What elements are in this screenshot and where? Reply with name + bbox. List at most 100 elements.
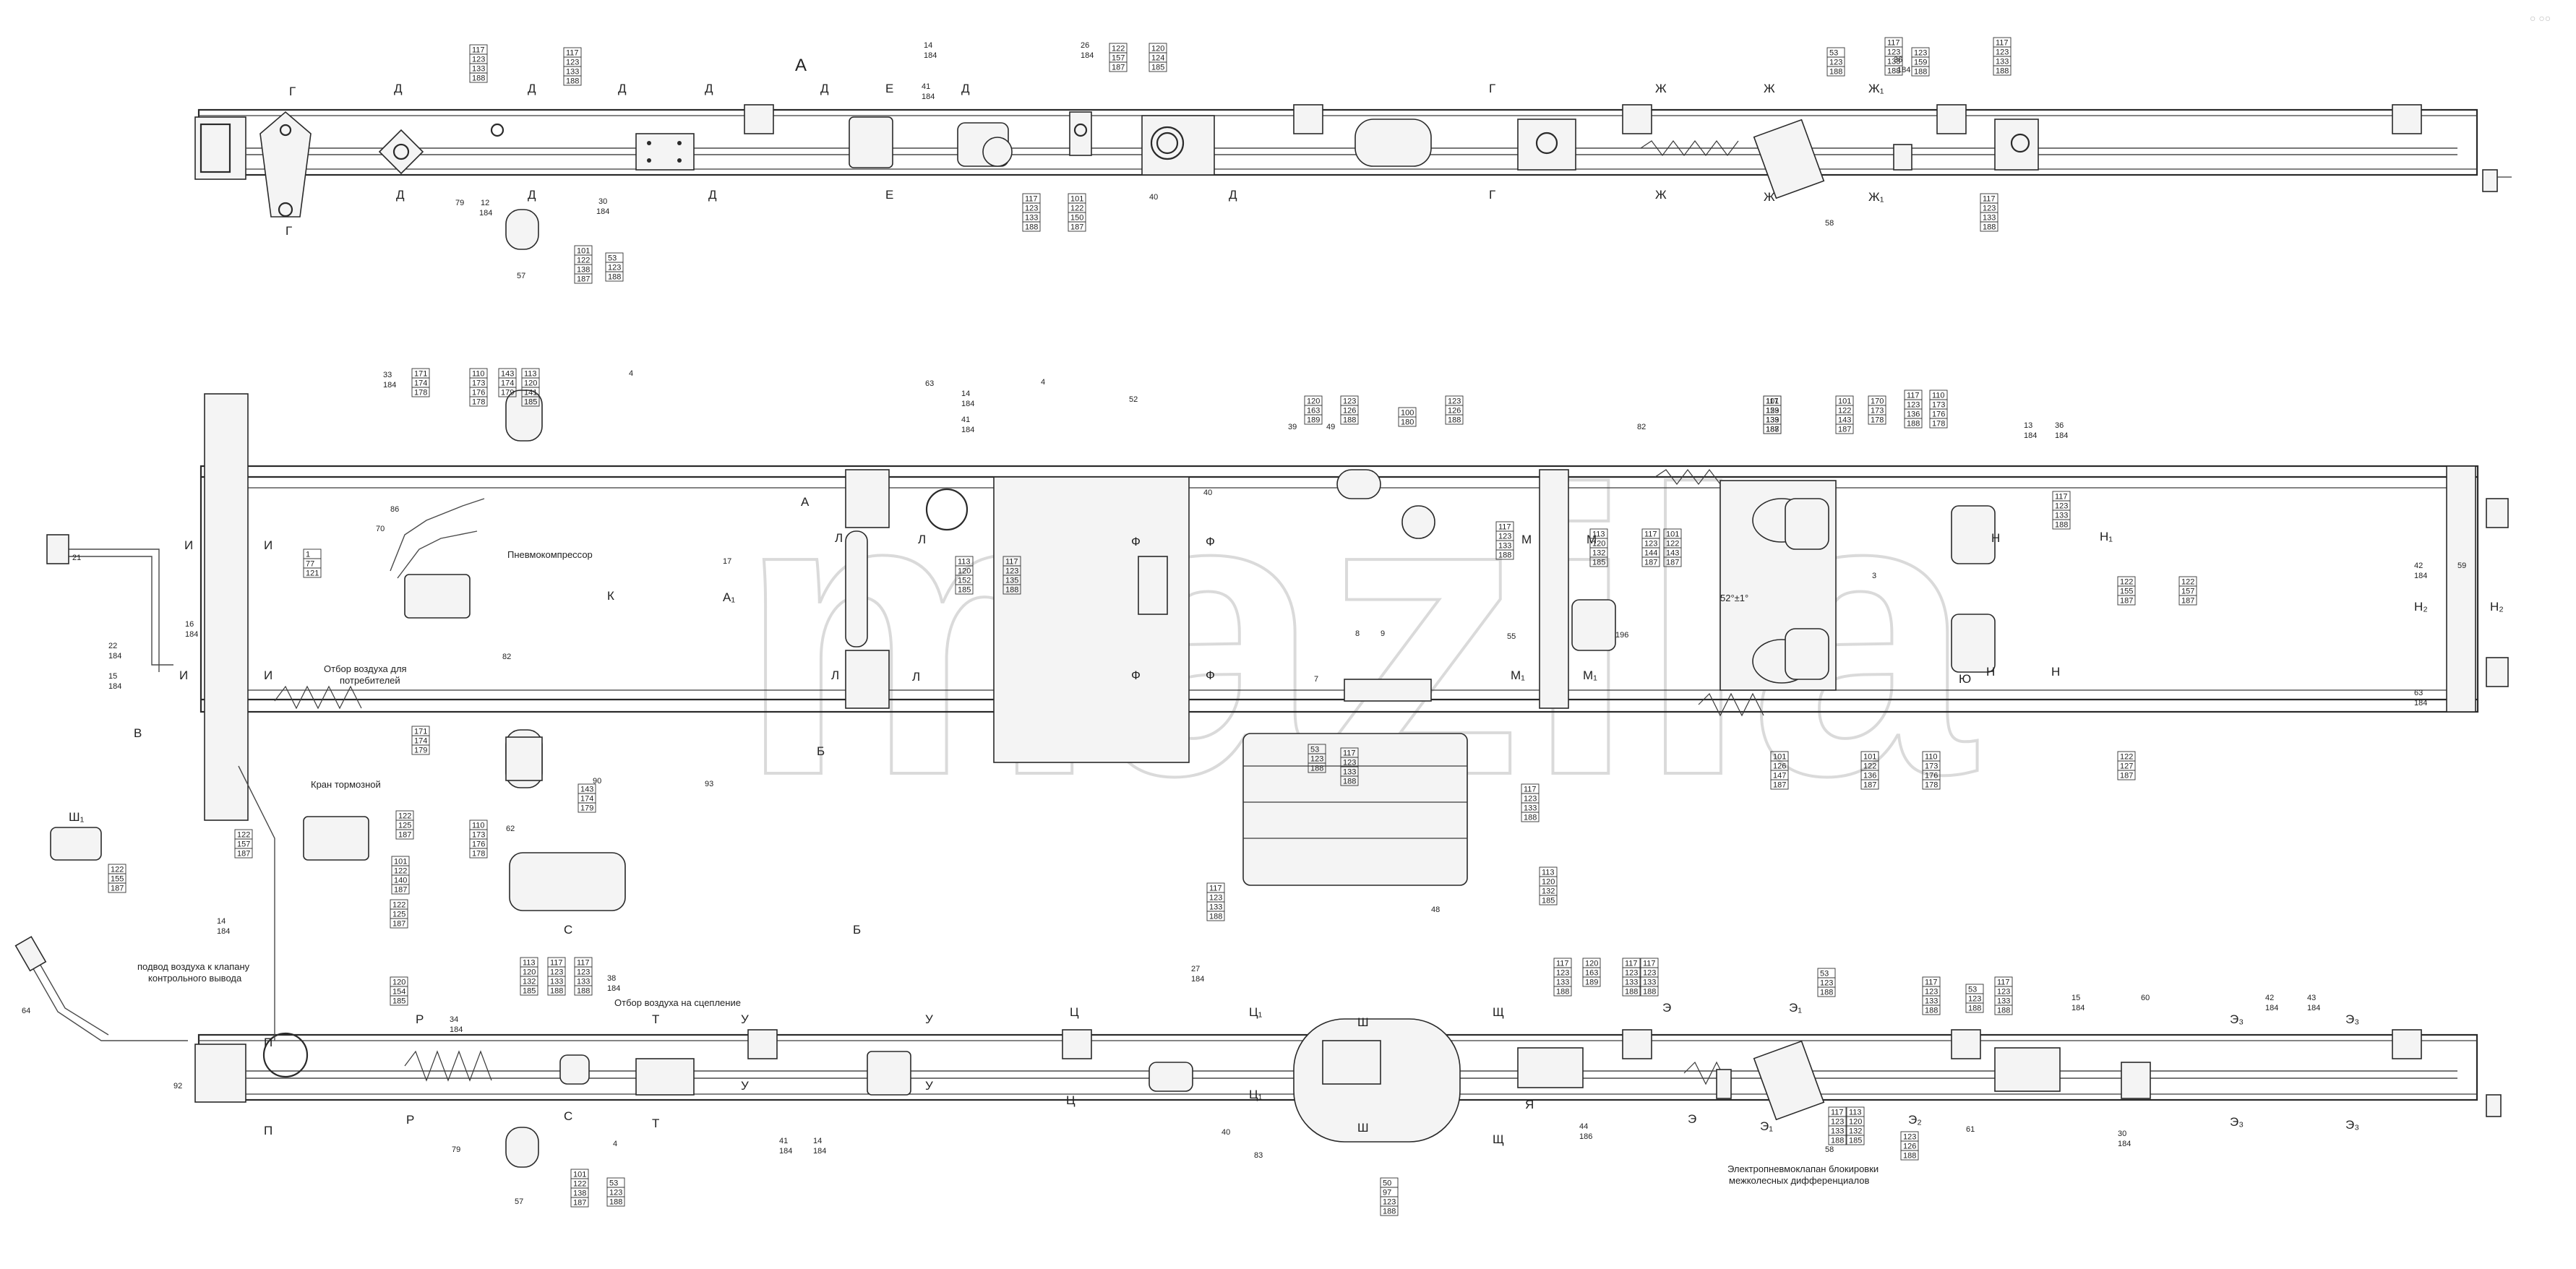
mid-mark-m16: Ф [1131, 668, 1141, 682]
stack-number: 123 [1914, 49, 1927, 58]
stack-number: 135 [1005, 577, 1018, 585]
stack-cell [563, 75, 582, 86]
stack-number: 123 [577, 968, 590, 977]
stack-number: 122 [1838, 407, 1851, 416]
stack-cell [1589, 556, 1608, 567]
bot-callout-c5: 79 [452, 1145, 460, 1154]
stack-number: 188 [1766, 426, 1779, 434]
stack-cell [395, 829, 414, 840]
bot-mark-b4: Р [406, 1113, 414, 1127]
center-bay [993, 476, 1190, 763]
stack-number: 117 [550, 959, 563, 968]
bot-callout-c4: 92 [173, 1082, 182, 1091]
bottom-callouts: 1418464927957341843818441184141842718440… [22, 917, 2320, 1206]
stack-number: 138 [573, 1190, 586, 1198]
stack-cell [1340, 414, 1359, 425]
stack-number: 123 [1556, 969, 1569, 978]
stack-number: 176 [1932, 410, 1945, 419]
stack-number: 126 [1903, 1143, 1916, 1151]
bot-mark-b16: Щ [1493, 1132, 1504, 1146]
stack-number: 188 [1997, 1007, 2010, 1015]
mid-callout-c24: 49 [1326, 423, 1335, 431]
stack-number: 136 [1907, 410, 1920, 419]
stack-cell [955, 584, 974, 595]
middle-frame-outline [199, 465, 2479, 713]
stack-number: 133 [1997, 997, 2010, 1006]
stack-number: 126 [1448, 407, 1461, 416]
bottom-part-stacks: 1131201321851171231331881171231331881011… [234, 829, 2013, 1216]
mid-mark-m1: И [184, 538, 193, 552]
bot-mark-b5: Т [652, 1012, 659, 1026]
stack-number: 117 [1997, 978, 2010, 987]
stack-number: 143 [501, 370, 514, 379]
stack-number: 123 [2055, 502, 2068, 511]
mid-callout-c21: 52 [1129, 395, 1138, 404]
stack-number: 163 [1585, 969, 1598, 978]
top-mark-s15: Д [528, 188, 536, 202]
stack-cell [1663, 556, 1682, 567]
top-mark-s13: Г [285, 224, 292, 238]
middle-plan-view [46, 390, 2509, 911]
stack-number: 117 [1005, 558, 1018, 567]
stack-number: 117 [577, 959, 590, 968]
bot-callout-c11: 41 [779, 1137, 788, 1145]
stack-number: 53 [609, 1179, 618, 1188]
stack-cell [1993, 65, 2012, 76]
stack-cell [606, 1196, 625, 1207]
stack-cell [303, 567, 322, 578]
mid-callout-c33: 13 [2024, 421, 2032, 430]
mid-mark-m6: А [801, 495, 810, 509]
stack-number: 178 [1871, 416, 1884, 425]
corner-mark: ○ ○○ [2530, 12, 2551, 24]
mid-callout-c39: 59 [2457, 562, 2466, 570]
stack-number: 125 [398, 822, 411, 830]
stack-number: 113 [524, 370, 537, 379]
stack-cell [411, 387, 430, 397]
stack-number: 123 [1983, 205, 1996, 213]
mid-callout-c28: 8 [1355, 629, 1360, 638]
stack-number: 120 [1849, 1118, 1862, 1127]
stack-cell [1003, 584, 1021, 595]
stack-number: 117 [1625, 960, 1638, 968]
mid-mark-m21: М₁ [1583, 668, 1597, 682]
stack-number: 125 [392, 911, 405, 919]
stack-cell [605, 271, 624, 282]
stack-number: 100 [1401, 409, 1414, 418]
mid-callout-c42: 62 [506, 825, 515, 833]
valve-detail-box [509, 852, 626, 911]
stack-number: 117 [1925, 978, 1938, 987]
stack-number: 178 [1925, 781, 1938, 790]
stack-cell [1445, 414, 1464, 425]
stack-number: 188 [1556, 988, 1569, 997]
stack-number: 53 [1820, 970, 1829, 978]
mid-mark-m11: Л [918, 533, 926, 546]
stack-cell [498, 387, 517, 397]
stack-number: 120 [1151, 45, 1164, 53]
stack-number: 122 [2120, 753, 2133, 762]
stack-number: 188 [1209, 913, 1222, 921]
stack-number: 113 [1542, 869, 1555, 877]
stack-number: 188 [608, 273, 621, 282]
bot-callout-c13: 14 [813, 1137, 822, 1145]
mid-callout-c26: 48 [1431, 905, 1440, 914]
stack-number: 188 [609, 1198, 622, 1207]
stack-number: 176 [472, 840, 485, 849]
stack-number: 123 [1343, 397, 1356, 406]
stack-number: 117 [1556, 960, 1569, 968]
stack-number: 123 [1310, 755, 1323, 764]
stack-number: 188 [1983, 223, 1996, 232]
stack-number: 123 [1907, 401, 1920, 410]
stack-number: 123 [1925, 988, 1938, 997]
top-callout-c10: 184 [922, 93, 935, 101]
stack-number: 123 [1829, 59, 1842, 67]
bot-label-L1: Отбор воздуха на сцепление [614, 997, 741, 1008]
stack-cell [1884, 65, 1903, 76]
stack-number: 157 [237, 840, 250, 849]
